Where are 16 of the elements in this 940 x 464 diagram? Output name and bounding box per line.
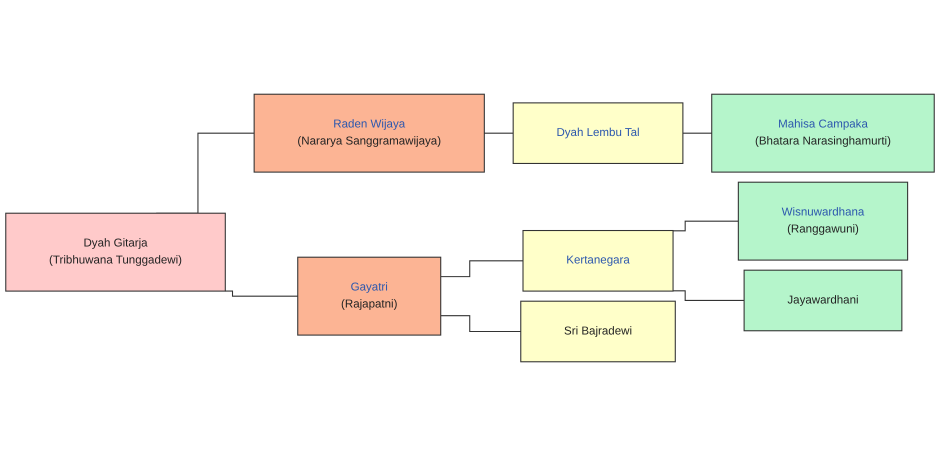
node-box: Dyah Gitarja (Tribhuwana Tunggadewi) — [5, 212, 226, 292]
connector — [440, 260, 523, 278]
connector — [673, 220, 738, 232]
node-box: Wisnuwardhana (Ranggawuni) — [738, 182, 908, 261]
node-box: Jayawardhani — [744, 270, 902, 332]
node-box: Dyah Lembu Tal — [512, 102, 684, 164]
connector — [440, 315, 521, 332]
connector — [673, 290, 744, 302]
connector — [682, 132, 712, 134]
node-box: Kertanegara — [522, 230, 674, 292]
connector — [484, 132, 514, 134]
node-box: Sri Bajradewi — [520, 300, 676, 362]
connector — [225, 290, 298, 297]
node-box: Raden Wijaya (Nararya Sanggramawijaya) — [254, 94, 485, 173]
node-box: Mahisa Campaka (Bhatara Narasinghamurti) — [711, 94, 935, 173]
node-box: Gayatri (Rajapatni) — [297, 256, 442, 336]
